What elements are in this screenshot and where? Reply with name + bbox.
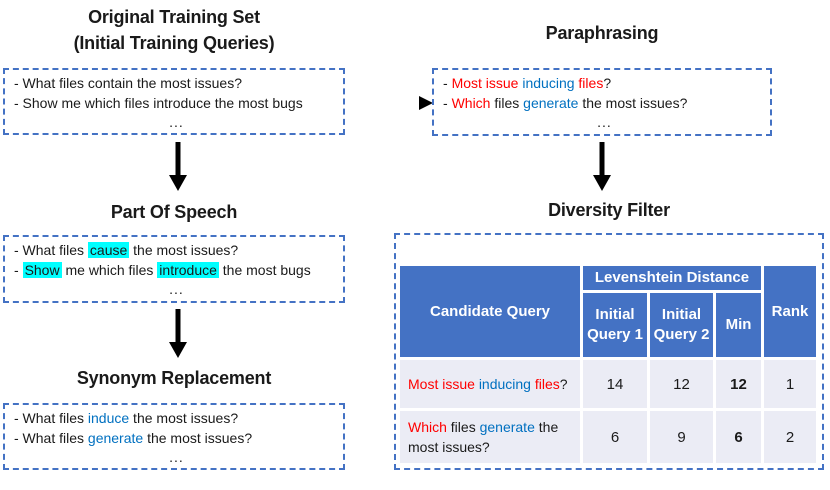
ellipsis: ... xyxy=(597,114,612,130)
query-text: - Show me which files introduce the most… xyxy=(14,95,303,111)
query-text: - xyxy=(443,95,452,111)
query-line: - What files cause the most issues? xyxy=(14,240,339,260)
query-line: - Show me which files introduce the most… xyxy=(14,260,339,280)
stage-title-part-of-speech: Part Of Speech xyxy=(110,202,238,222)
query-text: the most issues? xyxy=(582,95,688,111)
table-cell-candidate: Most issue inducing files? xyxy=(400,360,580,408)
part-of-speech-box: - What files cause the most issues? - Sh… xyxy=(3,235,345,303)
query-line: - What files generate the most issues? xyxy=(14,428,339,448)
table-cell-rank: 2 xyxy=(764,411,816,463)
diversity-table: Candidate Query Levenshtein Distance Ran… xyxy=(400,266,816,463)
synonym-word: generate xyxy=(87,430,144,446)
original-training-set-box: - What files contain the most issues? - … xyxy=(3,68,345,135)
ellipsis: ... xyxy=(169,449,184,465)
paraphrasing-box: - Most issue inducing files? - Which fil… xyxy=(432,68,772,136)
table-cell-iq1: 6 xyxy=(583,411,647,463)
table-cell-rank: 1 xyxy=(764,360,816,408)
table-cell-iq1: 14 xyxy=(583,360,647,408)
query-text: - xyxy=(14,262,23,278)
synonym-replacement-box: - What files induce the most issues? - W… xyxy=(3,403,345,470)
paraphrase-word: Which xyxy=(451,95,495,111)
stage-title-paraphrasing: Paraphrasing xyxy=(545,23,659,43)
query-text: - What files xyxy=(14,242,88,258)
paraphrase-word: inducing xyxy=(522,75,579,91)
candidate-query-text: Most issue inducing files? xyxy=(408,374,568,394)
table-header-levenshtein-distance: Levenshtein Distance xyxy=(583,266,761,290)
query-text: - What files xyxy=(14,430,88,446)
candidate-word: inducing xyxy=(478,376,535,392)
candidate-word: Most issue xyxy=(408,376,479,392)
table-cell-min: 6 xyxy=(716,411,761,463)
candidate-word: ? xyxy=(559,376,568,392)
candidate-word: the most issues? xyxy=(408,419,559,455)
table-cell-iq2: 12 xyxy=(650,360,713,408)
query-text: the most bugs xyxy=(218,262,311,278)
highlighted-word: introduce xyxy=(157,262,219,278)
synonym-word: induce xyxy=(87,410,130,426)
table-header-candidate-query: Candidate Query xyxy=(400,266,580,357)
flow-arrow-down-icon xyxy=(165,140,191,197)
query-line: - What files induce the most issues? xyxy=(14,408,339,428)
query-text: - What files xyxy=(14,410,88,426)
table-header-initial-query-2: Initial Query 2 xyxy=(650,293,713,357)
query-line: - Show me which files introduce the most… xyxy=(14,93,339,113)
table-cell-candidate: Which files generate the most issues? xyxy=(400,411,580,463)
elbow-connector-arrow-icon xyxy=(343,95,439,445)
query-line: - What files contain the most issues? xyxy=(14,73,339,93)
query-text: - What files contain the most issues? xyxy=(14,75,242,91)
paraphrase-word: Most issue xyxy=(451,75,523,91)
flow-arrow-down-icon xyxy=(165,307,191,364)
title-line: (Initial Training Queries) xyxy=(73,33,275,53)
flow-arrow-down-icon xyxy=(589,140,615,197)
stage-title-diversity-filter: Diversity Filter xyxy=(548,200,670,220)
candidate-word: files xyxy=(534,376,560,392)
highlighted-word: cause xyxy=(87,242,130,258)
paraphrase-word: generate xyxy=(523,95,583,111)
table-header-initial-query-1: Initial Query 1 xyxy=(583,293,647,357)
query-text: files xyxy=(494,95,524,111)
paraphrase-word: files xyxy=(578,75,604,91)
query-text: me which files xyxy=(61,262,158,278)
candidate-query-text: Which files generate the most issues? xyxy=(408,417,576,457)
ellipsis: ... xyxy=(169,114,184,130)
table-cell-iq2: 9 xyxy=(650,411,713,463)
stage-title-synonym-replacement: Synonym Replacement xyxy=(76,368,272,388)
query-text: - xyxy=(443,75,452,91)
candidate-word: files xyxy=(450,419,480,435)
query-text: the most issues? xyxy=(129,410,239,426)
query-text: ? xyxy=(603,75,612,91)
query-text: the most issues? xyxy=(143,430,253,446)
ellipsis: ... xyxy=(169,281,184,297)
title-line: Original Training Set xyxy=(88,7,260,27)
table-header-rank: Rank xyxy=(764,266,816,357)
query-line: - Most issue inducing files? xyxy=(443,73,766,93)
table-cell-min: 12 xyxy=(716,360,761,408)
highlighted-word: Show xyxy=(22,262,62,278)
table-header-min: Min xyxy=(716,293,761,357)
candidate-word: generate xyxy=(479,419,539,435)
candidate-word: Which xyxy=(408,419,451,435)
query-line: - Which files generate the most issues? xyxy=(443,93,766,113)
query-text: the most issues? xyxy=(129,242,239,258)
stage-title-original-training-set: Original Training Set (Initial Training … xyxy=(3,4,345,56)
